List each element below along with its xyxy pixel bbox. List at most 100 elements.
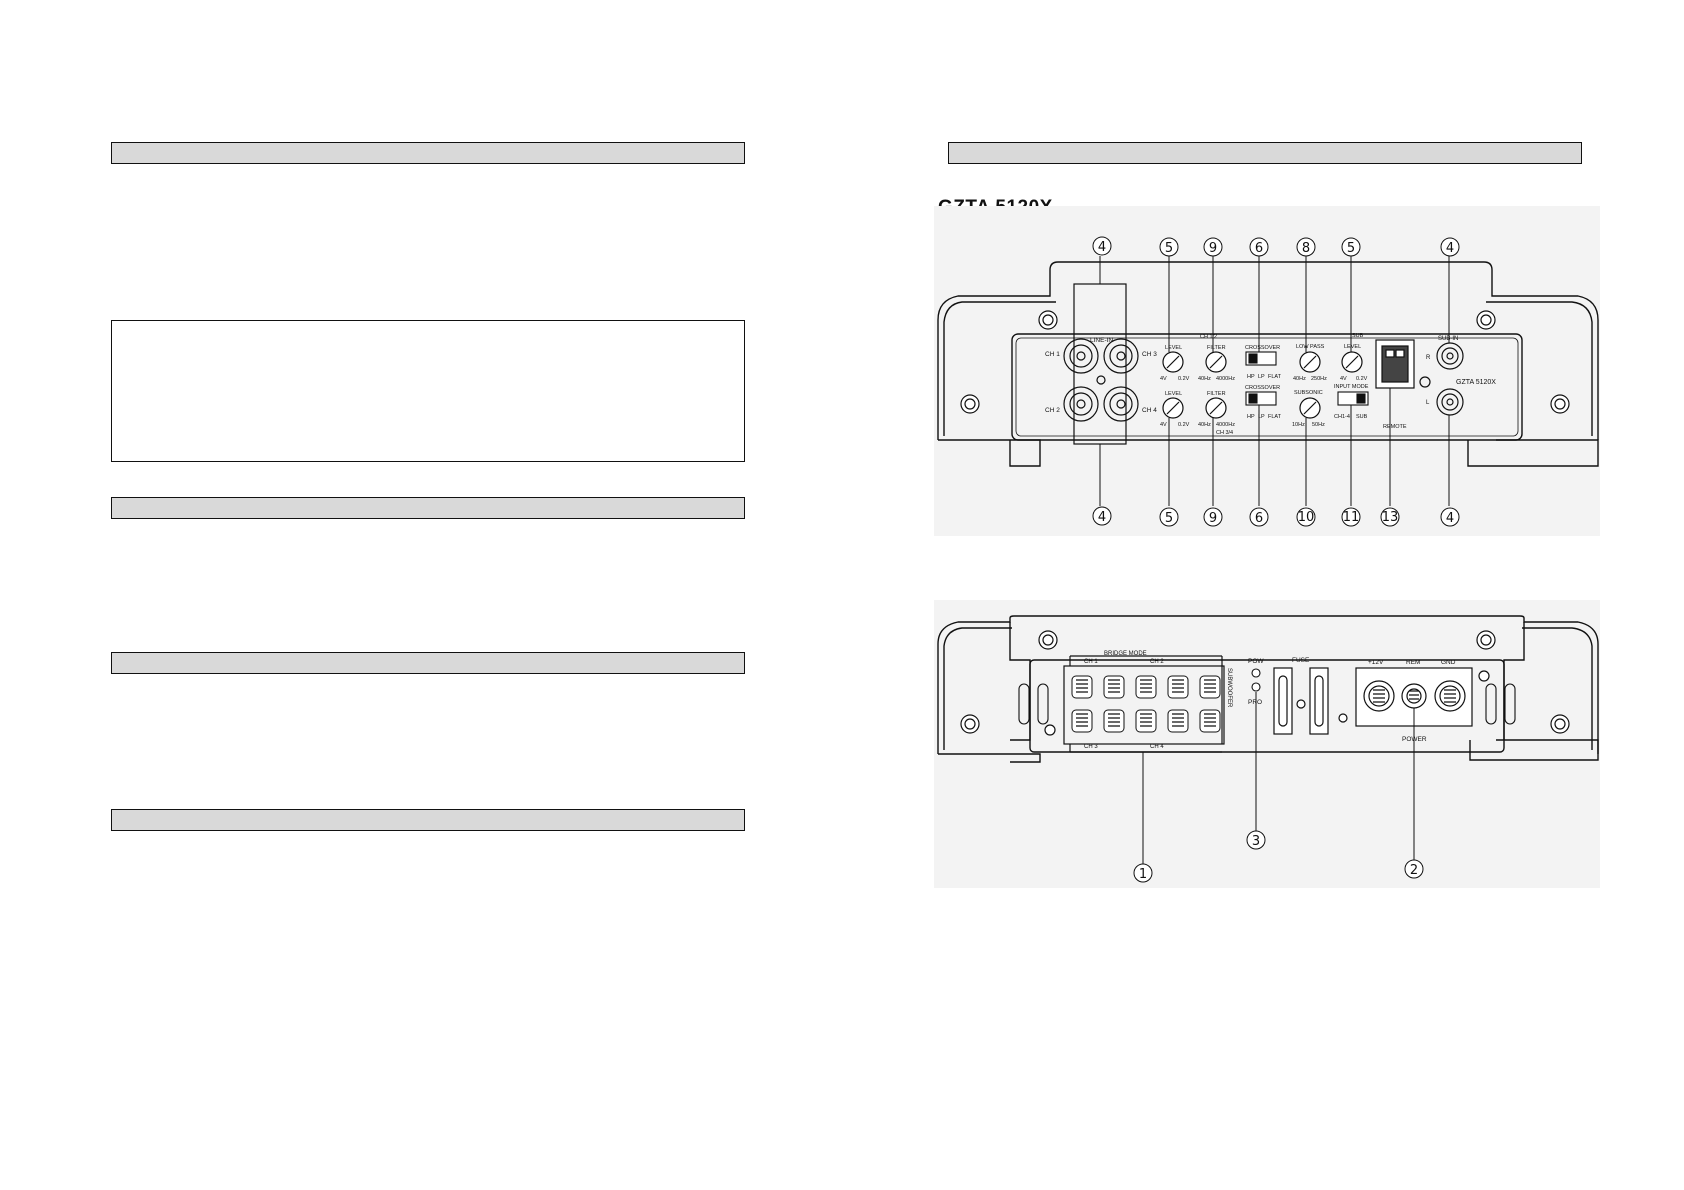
svg-text:SUB: SUB <box>1356 414 1368 420</box>
top-callouts <box>1092 236 1460 257</box>
svg-text:LP: LP <box>1258 374 1265 380</box>
top-screws <box>960 310 1570 414</box>
sub-in-jacks <box>1419 342 1464 416</box>
svg-text:40Hz: 40Hz <box>1293 376 1306 382</box>
svg-text:50Hz: 50Hz <box>1312 422 1325 428</box>
top-callout-lines <box>1099 256 1450 506</box>
svg-text:4: 4 <box>1098 510 1106 525</box>
svg-text:250Hz: 250Hz <box>1311 376 1327 382</box>
section-header-bar-3 <box>111 652 745 674</box>
svg-text:FILTER: FILTER <box>1207 391 1226 397</box>
svg-text:4V: 4V <box>1340 376 1347 382</box>
svg-text:9: 9 <box>1209 241 1217 256</box>
bottom-callout-lines <box>1142 692 1415 864</box>
section-header-bar-right <box>948 142 1582 164</box>
switch-labels: CROSSOVER HP LP FLAT CROSSOVER HP LP FLA… <box>1245 345 1369 420</box>
svg-text:6: 6 <box>1255 241 1263 256</box>
svg-text:REM: REM <box>1406 659 1420 666</box>
svg-text:HP: HP <box>1247 374 1255 380</box>
svg-text:SUB: SUB <box>1352 333 1364 339</box>
crossover-switches <box>1245 351 1369 406</box>
bottom-panel-chassis <box>937 615 1599 763</box>
svg-text:4: 4 <box>1446 511 1454 526</box>
speaker-terminal-block <box>1063 655 1225 753</box>
section-header-bar-4 <box>111 809 745 831</box>
svg-text:CROSSOVER: CROSSOVER <box>1245 345 1280 351</box>
svg-text:40Hz: 40Hz <box>1198 422 1211 428</box>
top-callout-numbers: 4 5 9 6 8 5 4 <box>1098 240 1454 256</box>
svg-text:PRO: PRO <box>1248 699 1262 706</box>
fuse-label: FUSE <box>1292 657 1310 664</box>
ch4-label: CH 4 <box>1142 407 1157 414</box>
svg-text:2: 2 <box>1410 863 1418 878</box>
power-coils <box>1373 689 1456 703</box>
svg-text:10Hz: 10Hz <box>1292 422 1305 428</box>
top-knob-labels: LEVEL 4V 0.2V LEVEL 4V 0.2V FILTER 40Hz … <box>1160 333 1368 436</box>
svg-text:3: 3 <box>1252 834 1260 849</box>
svg-text:GZTA 5120X: GZTA 5120X <box>1456 379 1496 386</box>
svg-text:0.2V: 0.2V <box>1178 376 1190 382</box>
svg-text:CROSSOVER: CROSSOVER <box>1245 385 1280 391</box>
svg-text:4: 4 <box>1098 240 1106 255</box>
svg-text:LOW PASS: LOW PASS <box>1296 344 1325 350</box>
svg-text:0.2V: 0.2V <box>1178 422 1190 428</box>
bottom-diagram-bg <box>934 600 1600 888</box>
svg-text:INPUT MODE: INPUT MODE <box>1334 384 1369 390</box>
bottom-callouts <box>1133 830 1424 883</box>
side-vents <box>1018 683 1516 725</box>
top-lower-callouts <box>1092 506 1460 527</box>
svg-text:L: L <box>1426 400 1430 406</box>
svg-text:4000Hz: 4000Hz <box>1216 376 1235 382</box>
indicator-leds <box>1251 668 1261 692</box>
svg-text:CH 1: CH 1 <box>1084 659 1098 665</box>
line-in-label: LINE-IN <box>1090 337 1113 344</box>
svg-text:CH 1/2: CH 1/2 <box>1200 334 1217 340</box>
ch2-label: CH 2 <box>1045 407 1060 414</box>
top-panel-chassis <box>937 261 1599 467</box>
svg-text:LEVEL: LEVEL <box>1165 345 1182 351</box>
svg-text:13: 13 <box>1382 510 1399 525</box>
notice-box <box>111 320 745 462</box>
svg-text:SUBSONIC: SUBSONIC <box>1294 390 1323 396</box>
svg-text:FLAT: FLAT <box>1268 414 1282 420</box>
ch1-label: CH 1 <box>1045 351 1060 358</box>
svg-text:0.2V: 0.2V <box>1356 376 1368 382</box>
svg-text:GND: GND <box>1441 659 1456 666</box>
indicator-labels: POW PRO <box>1248 658 1264 706</box>
section-header-bar-2 <box>111 497 745 519</box>
svg-text:+12V: +12V <box>1368 659 1384 666</box>
svg-text:FLAT: FLAT <box>1268 374 1282 380</box>
svg-text:SUBWOOFER: SUBWOOFER <box>1226 668 1232 708</box>
top-lower-callout-numbers: 4 5 9 6 10 11 13 4 <box>1098 510 1454 526</box>
top-diagram-bg <box>934 206 1600 536</box>
remote-label: REMOTE <box>1383 424 1407 430</box>
bottom-callout-numbers: 1 3 2 <box>1139 834 1418 882</box>
svg-text:11: 11 <box>1343 510 1360 525</box>
ch3-label: CH 3 <box>1142 351 1157 358</box>
section-header-bar-1 <box>111 142 745 164</box>
terminal-labels: BRIDGE MODE CH 1 CH 2 CH 3 CH 4 SUBWOOFE… <box>1084 651 1232 750</box>
svg-text:CH 2: CH 2 <box>1150 659 1164 665</box>
fuse-holders <box>1273 667 1348 735</box>
svg-text:8: 8 <box>1302 241 1310 256</box>
svg-text:6: 6 <box>1255 511 1263 526</box>
svg-text:CH 4: CH 4 <box>1150 744 1164 750</box>
svg-text:5: 5 <box>1347 241 1355 256</box>
svg-text:4000Hz: 4000Hz <box>1216 422 1235 428</box>
svg-text:FILTER: FILTER <box>1207 345 1226 351</box>
sub-in-labels: SUB-IN R L GZTA 5120X <box>1426 336 1496 406</box>
svg-text:CH 3/4: CH 3/4 <box>1216 430 1233 436</box>
svg-text:4V: 4V <box>1160 422 1167 428</box>
svg-text:5: 5 <box>1165 511 1173 526</box>
svg-text:10: 10 <box>1298 510 1315 525</box>
svg-text:CH 3: CH 3 <box>1084 744 1098 750</box>
svg-text:5: 5 <box>1165 241 1173 256</box>
svg-text:4V: 4V <box>1160 376 1167 382</box>
top-knobs <box>1162 351 1363 419</box>
svg-text:LP: LP <box>1258 414 1265 420</box>
svg-text:POW: POW <box>1248 658 1264 665</box>
svg-text:LEVEL: LEVEL <box>1344 344 1361 350</box>
svg-text:LEVEL: LEVEL <box>1165 391 1182 397</box>
svg-text:BRIDGE MODE: BRIDGE MODE <box>1104 651 1147 657</box>
